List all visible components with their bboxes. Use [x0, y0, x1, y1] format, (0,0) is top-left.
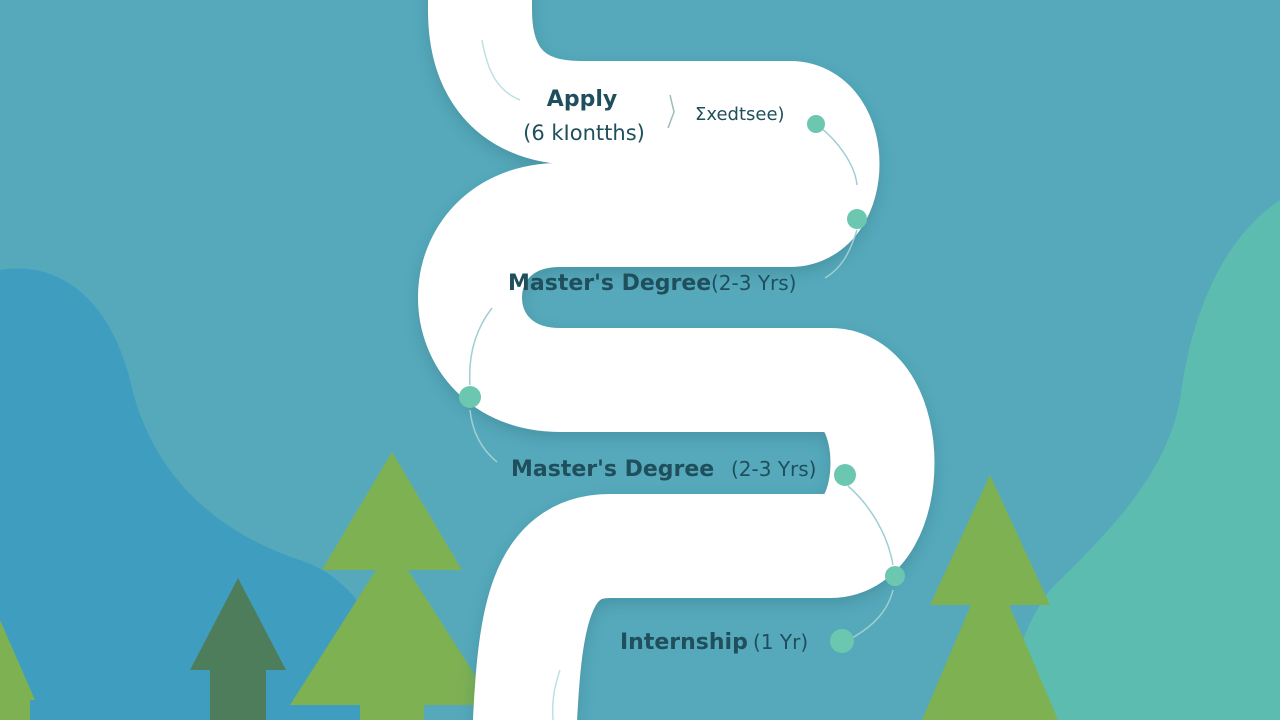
internship-title: Internship: [620, 630, 748, 655]
milestone-node: [834, 464, 856, 486]
tree-left-lower-tier: [290, 545, 494, 705]
milestone-node: [807, 115, 825, 133]
tree-left-trunk: [360, 695, 424, 720]
tree-edge-left: [0, 620, 35, 700]
tree-small-dark: [190, 578, 286, 670]
milestone-node: [830, 629, 854, 653]
apply-duration: (6 kIontths): [523, 121, 645, 145]
right-hill-shape: [1000, 200, 1280, 720]
guide-line-left: [468, 307, 498, 463]
guide-line-apply: [481, 39, 521, 101]
left-hill-shape: [0, 268, 400, 720]
guide-line-right-2: [847, 485, 894, 639]
guide-line-bottom: [551, 669, 561, 720]
masters-degree-2-duration: (2-3 Yrs): [731, 457, 817, 481]
tree-small-dark-trunk: [210, 660, 266, 720]
tree-right-upper-tier: [930, 475, 1050, 605]
tree-right-lower-tier: [922, 560, 1058, 720]
tree-left-upper-tier: [322, 452, 462, 570]
tree-edge-left-base: [0, 695, 30, 720]
milestone-node: [459, 386, 481, 408]
masters-degree-2-title: Master's Degree: [511, 457, 714, 482]
winding-road: [418, 0, 935, 720]
masters-degree-1-title: Master's Degree: [508, 271, 711, 296]
masters-degree-1-duration: (2-3 Yrs): [711, 271, 797, 295]
apply-title: Apply: [547, 87, 617, 112]
guide-line-side-note: [667, 94, 675, 129]
milestone-node: [885, 566, 905, 586]
internship-duration: (1 Yr): [753, 630, 808, 654]
side-note-label: Σxedtsee): [695, 104, 785, 125]
milestone-node: [847, 209, 867, 229]
